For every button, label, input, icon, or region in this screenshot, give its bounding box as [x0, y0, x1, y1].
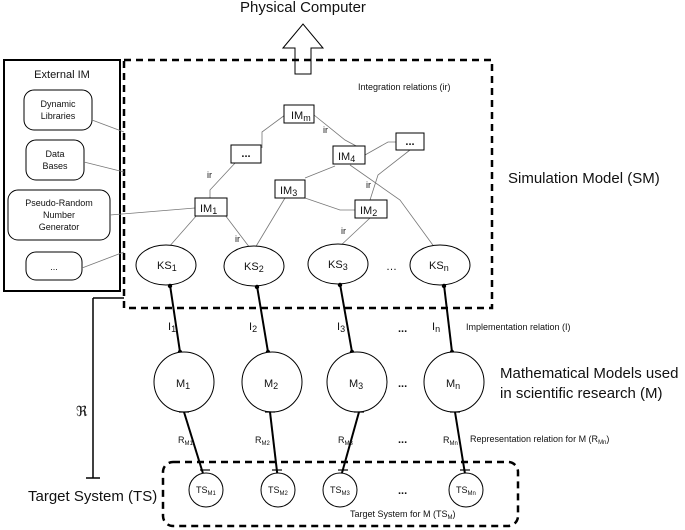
ks-node-n: KSn: [409, 244, 471, 286]
ir-label: ir: [235, 234, 240, 244]
svg-text:Mn: Mn: [446, 378, 460, 391]
im-node-2: IM2: [354, 199, 388, 219]
svg-text:TSMn: TSMn: [456, 485, 476, 497]
svg-text:IMm: IMm: [291, 110, 311, 123]
ts-node-2: TSM2: [260, 472, 296, 508]
external-item-data-bases: Data Bases: [25, 139, 85, 181]
impl-label-n: In: [432, 321, 440, 334]
external-im-box: [3, 59, 121, 292]
ks-ellipsis: …: [386, 261, 397, 273]
svg-text:KS1: KS1: [157, 260, 177, 273]
svg-text:Pseudo-Random: Pseudo-Random: [25, 198, 93, 208]
svg-text:Generator: Generator: [39, 222, 80, 232]
im-node-3: IM3: [274, 179, 306, 199]
representation-relation-label: Representation relation for M (RMn): [470, 434, 609, 446]
physical-computer-title: Physical Computer: [240, 0, 366, 16]
ts-ellipsis: ...: [398, 485, 407, 497]
rep-label-n: RMn: [443, 435, 458, 447]
svg-text:IM2: IM2: [360, 205, 377, 218]
im-node-1: IM1: [194, 197, 228, 217]
svg-text:M1: M1: [176, 378, 190, 391]
svg-text:KS3: KS3: [328, 259, 348, 272]
ir-label: ir: [207, 170, 212, 180]
impl-label-2: I2: [249, 321, 257, 334]
ts-node-n: TSMn: [448, 472, 484, 508]
svg-text:Dynamic: Dynamic: [40, 99, 76, 109]
svg-text:Libraries: Libraries: [41, 111, 76, 121]
simulation-model-box: [122, 58, 494, 310]
ks-node-1: KS1: [135, 244, 197, 286]
svg-text:...: ...: [405, 136, 414, 148]
svg-text:KS2: KS2: [244, 261, 264, 274]
ts-node-1: TSM1: [188, 472, 224, 508]
up-arrow-icon: [281, 23, 325, 75]
ir-label: ir: [366, 180, 371, 190]
ir-label: ir: [341, 226, 346, 236]
svg-text:Bases: Bases: [42, 161, 68, 171]
rep-label-2: RM2: [255, 435, 270, 447]
svg-text:TSM1: TSM1: [196, 485, 217, 497]
svg-text:TSM3: TSM3: [330, 485, 351, 497]
rep-label-3: RM3: [338, 435, 353, 447]
svg-text:TSM2: TSM2: [268, 485, 289, 497]
svg-text:M3: M3: [349, 378, 363, 391]
external-item-more: ...: [25, 251, 83, 281]
target-system-for-m-label: Target System for M (TSM): [350, 509, 456, 521]
target-system-box: [161, 460, 520, 528]
svg-text:M2: M2: [264, 378, 278, 391]
ks-node-2: KS2: [223, 245, 285, 287]
ir-label: ir: [323, 125, 328, 135]
ks-node-3: KS3: [307, 243, 369, 285]
m-node-3: M3: [326, 351, 388, 413]
target-system-label: Target System (TS): [28, 488, 157, 505]
svg-text:Data: Data: [45, 149, 64, 159]
math-models-label-line1: Mathematical Models used: [500, 365, 678, 382]
svg-text:IM4: IM4: [338, 151, 355, 164]
im-node-m: IMm: [283, 104, 315, 124]
simulation-model-label: Simulation Model (SM): [508, 170, 660, 187]
svg-text:IM1: IM1: [200, 203, 217, 216]
im-node-4: IM4: [332, 145, 366, 165]
m-ellipsis: ...: [398, 378, 407, 390]
svg-text:IM3: IM3: [280, 185, 297, 198]
rep-label-1: RM1: [178, 435, 193, 447]
rep-ellipsis: ...: [398, 434, 407, 446]
svg-text:KSn: KSn: [429, 260, 449, 273]
svg-text:...: ...: [241, 148, 250, 160]
im-node-ellipsis-right: ...: [395, 132, 425, 151]
integration-relations-label: Integration relations (ir): [358, 82, 451, 92]
im-node-ellipsis-left: ...: [230, 144, 262, 164]
external-item-prng: Pseudo-Random Number Generator: [7, 189, 111, 241]
external-im-title: External IM: [34, 69, 90, 81]
ts-node-3: TSM3: [322, 472, 358, 508]
fraktur-r-symbol: ℜ: [76, 403, 88, 419]
m-node-1: M1: [153, 351, 215, 413]
impl-label-3: I3: [337, 321, 345, 334]
impl-ellipsis: ...: [398, 323, 407, 335]
svg-text:Number: Number: [43, 210, 75, 220]
math-models-label-line2: in scientific research (M): [500, 385, 663, 402]
m-node-2: M2: [241, 351, 303, 413]
m-node-n: Mn: [423, 351, 485, 413]
external-item-dynamic-libraries: Dynamic Libraries: [23, 89, 93, 131]
svg-text:...: ...: [50, 262, 58, 272]
implementation-relation-label: Implementation relation (I): [466, 322, 571, 332]
impl-label-1: I1: [168, 321, 176, 334]
